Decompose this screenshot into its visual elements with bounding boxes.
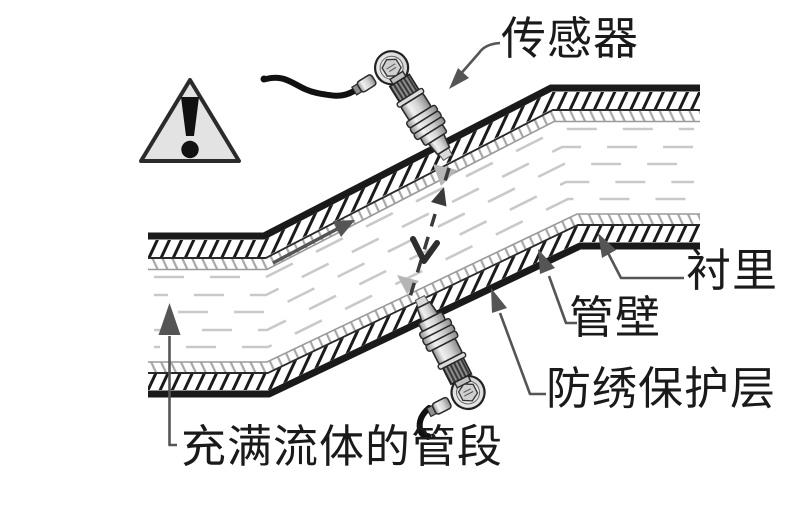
lining-inner-edge-bottom: [148, 213, 700, 363]
exclamation-bar: [181, 97, 199, 136]
fluid-filled-section-label: 充满流体的管段: [181, 420, 504, 473]
wall-lining-separator-top: [148, 109, 700, 259]
callout-pipe-wall-arrowhead: [538, 249, 555, 274]
outer-protective-layer-top: [148, 84, 700, 240]
flow-arrow-head: [333, 220, 355, 237]
callout-fluid-section-arrowhead: [158, 303, 181, 335]
pipe-wall-label: 管壁: [569, 291, 662, 344]
callout-anti-rust-arrowhead: [491, 288, 507, 313]
flow-arrow-shaft: [272, 226, 340, 265]
callout-fluid-section: [158, 303, 181, 447]
callout-sensor: [449, 41, 501, 89]
ultrasonic-signal-path: [397, 164, 457, 298]
lining-label: 衬里: [686, 244, 779, 297]
pipe-wall-layer-top: [148, 92, 700, 257]
signal-down-arrow: [410, 236, 440, 264]
callout-sensor-arrowhead: [449, 68, 469, 89]
sensor-cable-top: [263, 74, 357, 99]
signal-up-arrow: [431, 187, 447, 207]
beam-marker-top: [433, 164, 457, 186]
fluid-flow-dashes: [154, 127, 694, 349]
lining-layer-bottom: [148, 214, 700, 372]
callout-lining: [598, 233, 684, 280]
beam-marker-bottom: [397, 275, 419, 294]
cable-end-top: [260, 75, 268, 83]
flow-direction-arrow: [272, 220, 355, 265]
sensor-cable-bottom: [416, 405, 432, 440]
callout-anti-rust: [491, 288, 546, 396]
warning-icon: [139, 78, 241, 163]
lining-inner-edge-top: [148, 120, 700, 271]
callout-pipe-wall: [538, 249, 577, 325]
sensor-label: 传感器: [501, 12, 640, 65]
exclamation-dot: [181, 140, 199, 159]
anti-rust-layer-label: 防绣保护层: [546, 362, 777, 415]
cable-end-bottom: [424, 433, 432, 440]
pipe-top-wall: [148, 84, 700, 271]
callout-lining-arrowhead: [598, 233, 616, 258]
